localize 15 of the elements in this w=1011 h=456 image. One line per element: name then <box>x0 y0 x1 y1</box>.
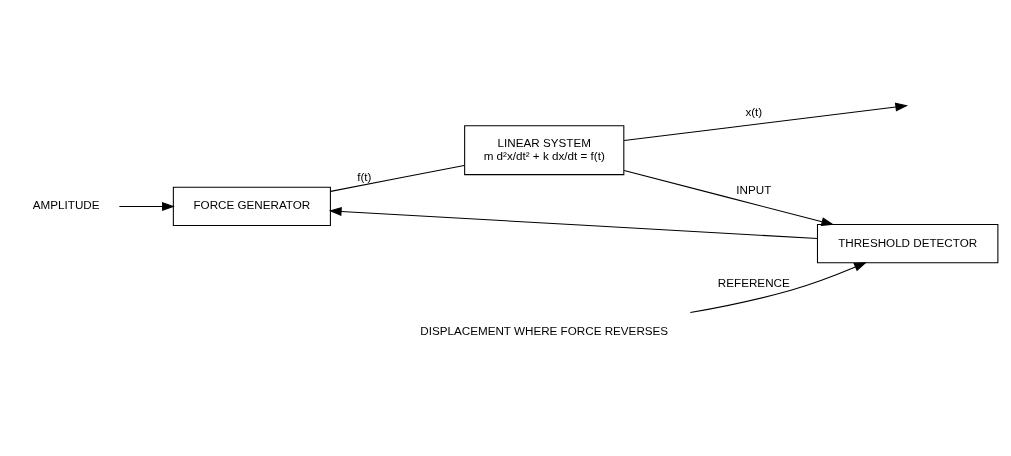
edge-label: REFERENCE <box>717 275 790 289</box>
node-box: LINEAR SYSTEM m d²x/dt² + k dx/dt = f(t) <box>464 125 625 176</box>
arrow <box>623 170 835 226</box>
node-text: AMPLITUDE <box>32 198 100 212</box>
arrow <box>328 207 818 240</box>
node-box: THRESHOLD DETECTOR <box>816 223 999 264</box>
connector <box>330 165 465 192</box>
edge-label: x(t) <box>745 105 763 119</box>
node-text: DISPLACEMENT WHERE FORCE REVERSES <box>420 323 669 337</box>
arrow <box>118 201 175 211</box>
edge-label: INPUT <box>736 182 772 196</box>
arrow <box>623 102 909 141</box>
node-box: FORCE GENERATOR <box>172 186 331 227</box>
arrow <box>689 262 867 314</box>
edge-label: f(t) <box>357 169 372 183</box>
